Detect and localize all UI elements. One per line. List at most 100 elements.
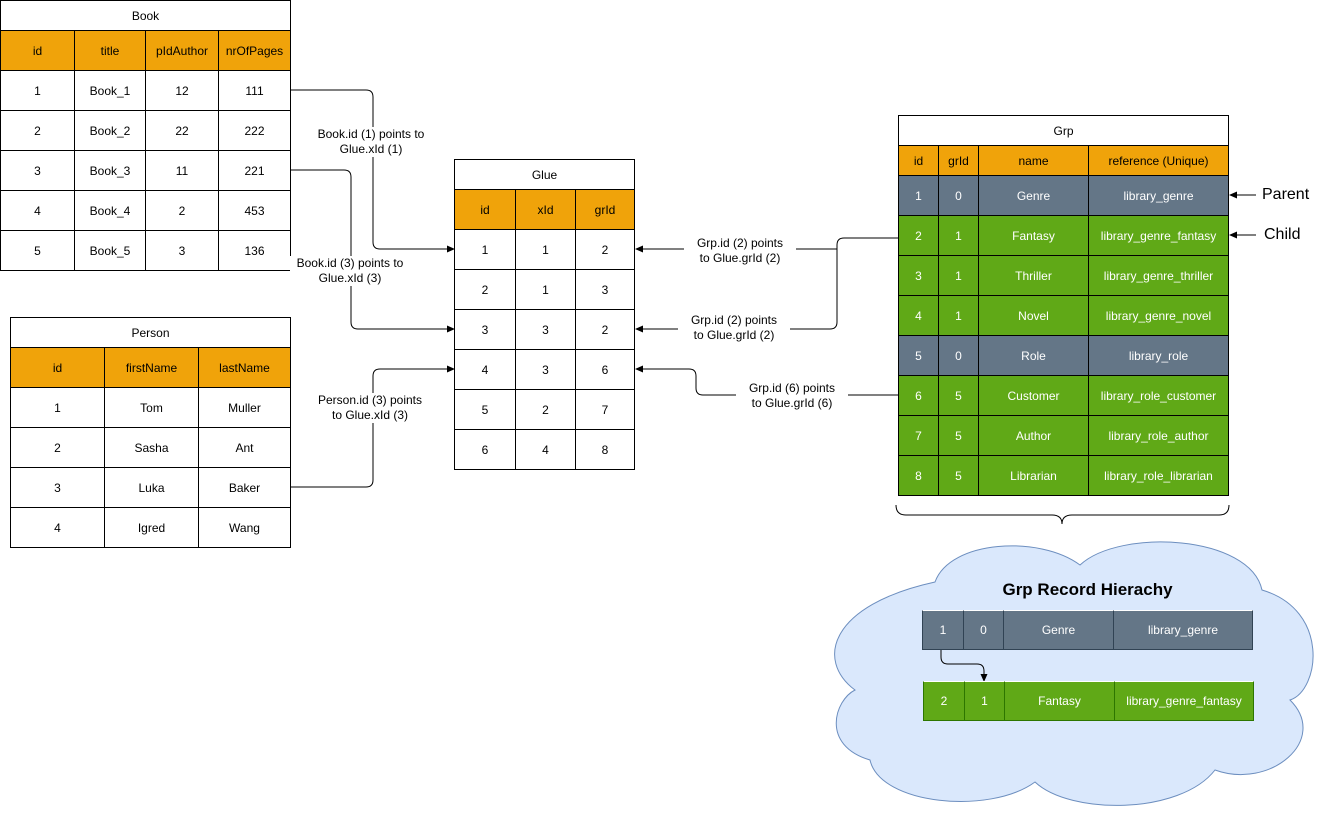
person-table-title: Person [10,317,291,348]
person-column-header: firstName [104,348,198,388]
person-table-cell: 1 [10,388,104,428]
grp-table-cell: 2 [898,216,938,256]
hierarchy-cell: 1 [964,681,1004,721]
glue-table-cell: 3 [515,350,575,390]
glue-table-cell: 1 [454,230,515,270]
book-table-cell: Book_4 [74,191,145,231]
grp-table-cell: 1 [938,256,978,296]
book-table-cell: 222 [218,111,291,151]
connector-grp2-glue3 [635,245,838,333]
connector-grp2-glue1 [635,237,898,253]
grp-table-cell: 5 [938,376,978,416]
connector-grp6-glue4 [635,365,898,396]
grp-column-header: id [898,146,938,176]
grp-table-cell: library_role_customer [1088,376,1229,416]
glue-table-title: Glue [454,159,635,190]
grp-table-cell: Thriller [978,256,1088,296]
glue-column-header: id [454,190,515,230]
grp-table-cell: Genre [978,176,1088,216]
grp-table-cell: 8 [898,456,938,496]
grp-table-cell: 0 [938,336,978,376]
book-table-cell: 453 [218,191,291,231]
book-table-cell: 3 [0,151,74,191]
grp-table-cell: Role [978,336,1088,376]
grp-column-header: grId [938,146,978,176]
glue-table-cell: 7 [575,390,635,430]
person-table-cell: Ant [198,428,291,468]
person-table-cell: Sasha [104,428,198,468]
grp-column-header: reference (Unique) [1088,146,1229,176]
book-table-cell: Book_1 [74,71,145,111]
glue-column-header: grId [575,190,635,230]
book-table-cell: 136 [218,231,291,271]
glue-table-cell: 1 [515,230,575,270]
child-label: Child [1264,226,1301,243]
grp-table-cell: 3 [898,256,938,296]
glue-table-cell: 8 [575,430,635,470]
person-table-cell: Muller [198,388,291,428]
book-column-header: pIdAuthor [145,31,218,71]
person-table-cell: Baker [198,468,291,508]
book-table-cell: 221 [218,151,291,191]
grp-table-cell: library_genre_fantasy [1088,216,1229,256]
grp-table-cell: library_genre_novel [1088,296,1229,336]
grp-table-cell: Author [978,416,1088,456]
grp-table-cell: 7 [898,416,938,456]
book-table-cell: 1 [0,71,74,111]
hierarchy-arrow [940,650,988,682]
grp-table-cell: 4 [898,296,938,336]
glue-table-cell: 6 [454,430,515,470]
book-table-cell: 111 [218,71,291,111]
grp-table-cell: library_genre [1088,176,1229,216]
grp-table-cell: Customer [978,376,1088,416]
glue-table-cell: 3 [575,270,635,310]
hierarchy-cell: 1 [922,610,963,650]
book-table-cell: 3 [145,231,218,271]
grp-table-cell: 6 [898,376,938,416]
person-column-header: lastName [198,348,291,388]
person-table-cell: 2 [10,428,104,468]
glue-table-cell: 6 [575,350,635,390]
glue-table-cell: 1 [515,270,575,310]
person-table-cell: Wang [198,508,291,548]
person-table-cell: 3 [10,468,104,508]
grp-table-cell: library_role [1088,336,1229,376]
book-table-title: Book [0,0,291,31]
hierarchy-cell: Genre [1003,610,1113,650]
hierarchy-cell: library_genre [1113,610,1253,650]
parent-label: Parent [1262,186,1310,203]
book-table-cell: Book_3 [74,151,145,191]
book-table-cell: 11 [145,151,218,191]
grp-table-cell: library_role_author [1088,416,1229,456]
hierarchy-cell: 0 [963,610,1003,650]
grp-table-title: Grp [898,115,1229,146]
hierarchy-cell: Fantasy [1004,681,1114,721]
